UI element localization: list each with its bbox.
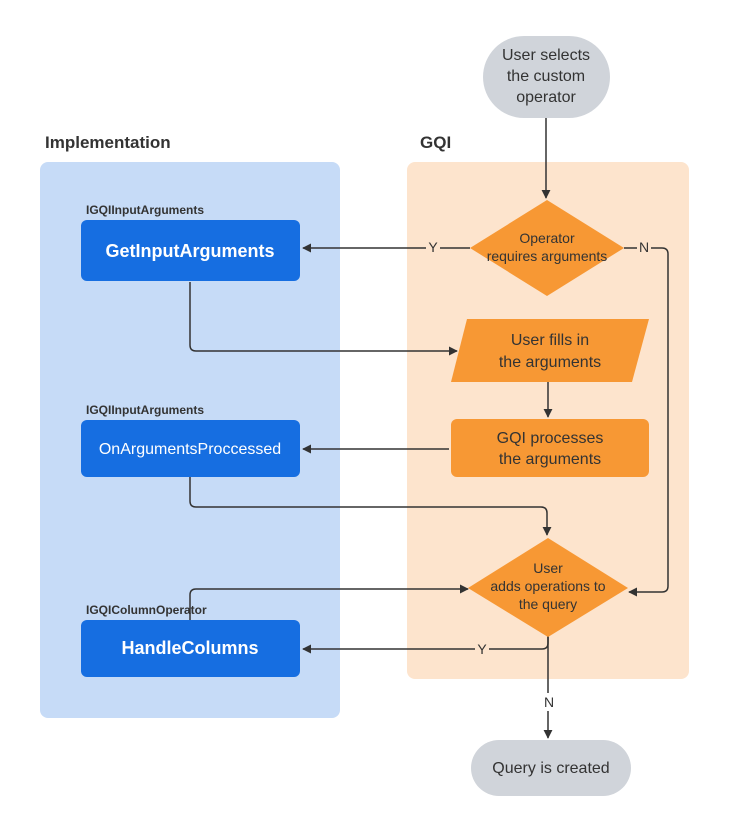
on-arguments-processed-box — [81, 420, 300, 477]
start-terminal — [483, 36, 610, 118]
edge-requires-no — [624, 247, 669, 597]
fill-arguments-line-1: User fills in — [511, 332, 589, 349]
implementation-lane-title: Implementation — [45, 133, 171, 152]
handle-columns-box — [81, 620, 300, 677]
edge-get-args-to-fill — [189, 282, 458, 356]
get-input-arguments-box — [81, 220, 300, 281]
edge-label-operations-yes: Y — [477, 641, 487, 657]
edge-handle-columns-to-operations — [189, 584, 469, 624]
start-terminal-line-3: operator — [516, 89, 576, 106]
get-input-arguments-label: GetInputArguments — [106, 241, 275, 261]
gqi-lane-title: GQI — [420, 133, 451, 152]
start-terminal-line-2: the custom — [507, 68, 585, 85]
adds-operations-line-3: the query — [519, 596, 577, 612]
adds-operations-decision — [468, 538, 628, 637]
handle-columns-interface: IGQIColumnOperator — [86, 603, 207, 617]
process-arguments-line-2: the arguments — [499, 451, 601, 468]
adds-operations-line-1: User — [533, 560, 563, 576]
end-terminal-label: Query is created — [492, 760, 609, 777]
process-arguments-line-1: GQI processes — [497, 430, 604, 447]
edge-label-operations-no: N — [544, 694, 554, 710]
edge-label-requires-yes: Y — [428, 239, 438, 255]
requires-arguments-line-2: requires arguments — [487, 248, 608, 264]
adds-operations-line-2: adds operations to — [490, 578, 605, 594]
get-input-arguments-interface: IGQIInputArguments — [86, 203, 204, 217]
on-arguments-processed-interface: IGQIInputArguments — [86, 403, 204, 417]
requires-arguments-line-1: Operator — [519, 230, 575, 246]
end-terminal — [471, 740, 631, 796]
on-arguments-processed-label: OnArgumentsProccessed — [99, 441, 281, 458]
edge-label-requires-no: N — [639, 239, 649, 255]
fill-arguments-step — [451, 319, 649, 382]
start-terminal-line-1: User selects — [502, 47, 590, 64]
process-arguments-step — [451, 419, 649, 477]
fill-arguments-line-2: the arguments — [499, 354, 601, 371]
edge-on-args-to-operations — [189, 477, 552, 536]
requires-arguments-decision — [470, 200, 624, 296]
handle-columns-label: HandleColumns — [121, 638, 258, 658]
